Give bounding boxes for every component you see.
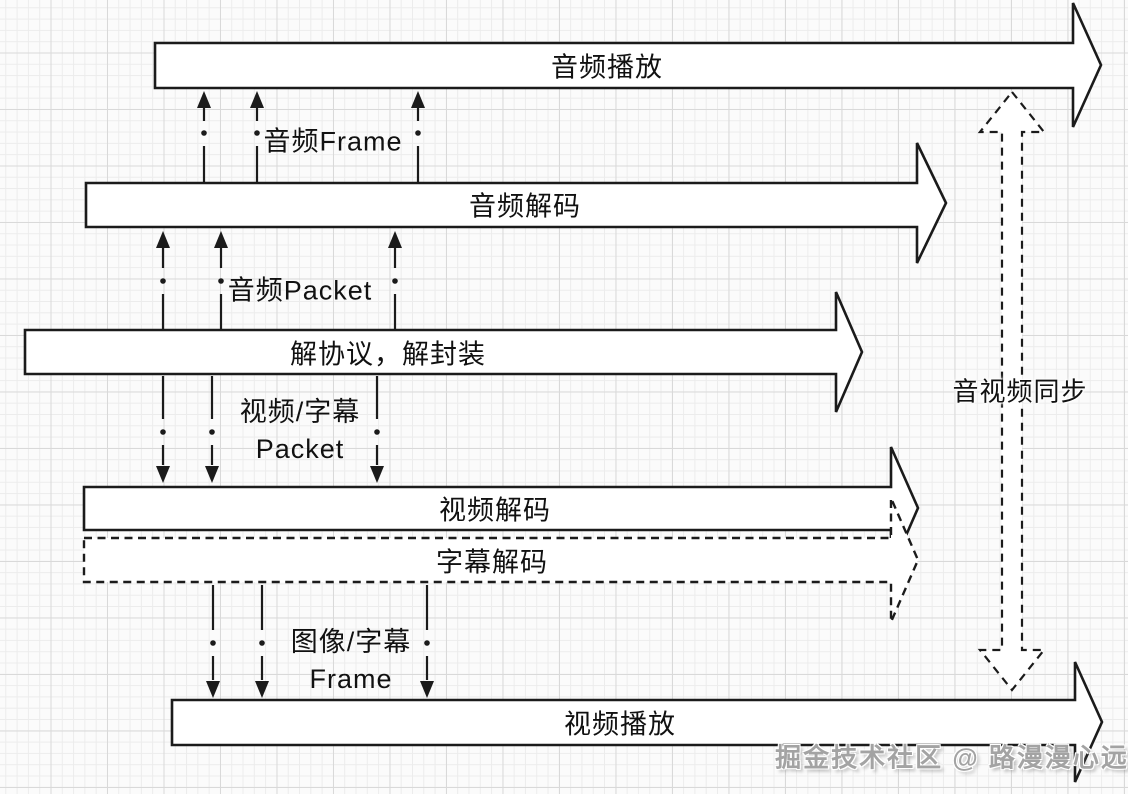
video-play-label: 视频播放 [564, 709, 676, 740]
demux-arrow-shape [23, 291, 864, 413]
video-subtitle-packet-label-line2: Packet [255, 434, 345, 464]
image-subtitle-frame-flow-arrows [206, 585, 434, 698]
video-subtitle-packet-label-line1: 视频/字幕 [239, 397, 361, 427]
audio-frame-label: 音频Frame [263, 126, 403, 157]
audio-packet-label: 音频Packet [227, 275, 373, 306]
subtitle-decode-arrow-shape [82, 497, 920, 623]
video-subtitle-packet-flow-arrows [156, 376, 384, 483]
subtitle-decode-label: 字幕解码 [436, 547, 548, 578]
image-subtitle-frame-label: 图像/字幕 Frame [291, 624, 412, 698]
watermark-text: 掘金技术社区 @ 路漫漫心远 [775, 742, 1128, 773]
video-decode-label: 视频解码 [439, 495, 551, 526]
image-subtitle-frame-label-line2: Frame [309, 664, 393, 694]
audio-decode-arrow-shape [84, 142, 948, 264]
audio-packet-flow-arrows [156, 231, 402, 330]
audio-frame-flow-arrows [197, 91, 425, 183]
av-sync-label: 音视频同步 [952, 376, 1088, 407]
audio-decode-label: 音频解码 [469, 191, 581, 222]
av-sync-double-arrow-shape [977, 90, 1047, 692]
video-subtitle-packet-label: 视频/字幕 Packet [240, 394, 361, 468]
demux-label: 解协议，解封装 [290, 339, 486, 370]
video-play-arrow-shape [170, 661, 1104, 783]
audio-play-arrow-shape [153, 2, 1103, 128]
audio-play-label: 音频播放 [551, 52, 663, 83]
image-subtitle-frame-label-line1: 图像/字幕 [290, 627, 412, 657]
